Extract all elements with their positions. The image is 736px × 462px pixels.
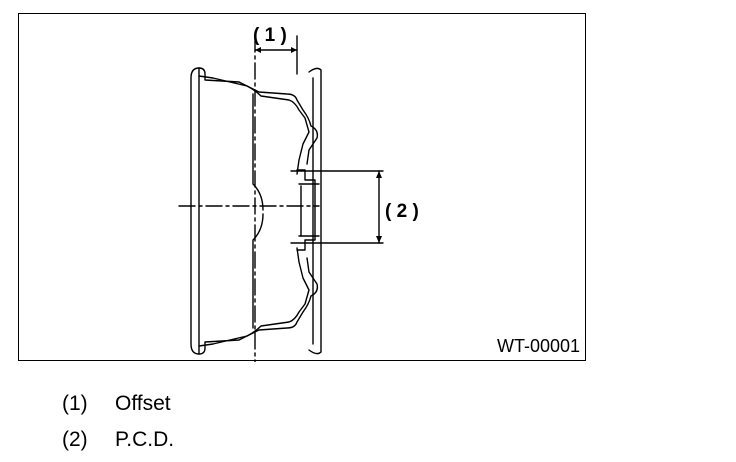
rim-upper-inner [198, 75, 310, 175]
wheel-cross-section: ( 1 ) ( 2 ) [178, 25, 419, 362]
offset-arrow-right [291, 47, 297, 53]
legend-number: (2) [62, 428, 88, 451]
legend-label: P.C.D. [115, 428, 175, 451]
legend-item: (1) Offset [62, 386, 174, 422]
disc-lower [252, 213, 264, 329]
rim-left-flange [190, 67, 200, 355]
rim-right-flange [308, 67, 322, 355]
figure-id: WT-00001 [496, 336, 580, 356]
pcd-arrow-top [376, 171, 382, 178]
rim-lower-outer [198, 257, 319, 355]
legend-number: (1) [62, 392, 88, 415]
legend-label: Offset [115, 392, 171, 415]
callout-offset: ( 1 ) [253, 25, 287, 46]
callout-pcd: ( 2 ) [385, 201, 419, 222]
legend: (1) Offset (2) P.C.D. [62, 386, 174, 458]
disc-upper [252, 93, 264, 211]
diagram-frame: ( 1 ) ( 2 ) WT-00001 [18, 13, 586, 362]
pcd-arrow-bottom [376, 236, 382, 243]
rim-upper-outer [198, 67, 319, 165]
legend-item: (2) P.C.D. [62, 422, 174, 458]
rim-lower-inner [198, 247, 310, 347]
offset-arrow-left [255, 47, 261, 53]
